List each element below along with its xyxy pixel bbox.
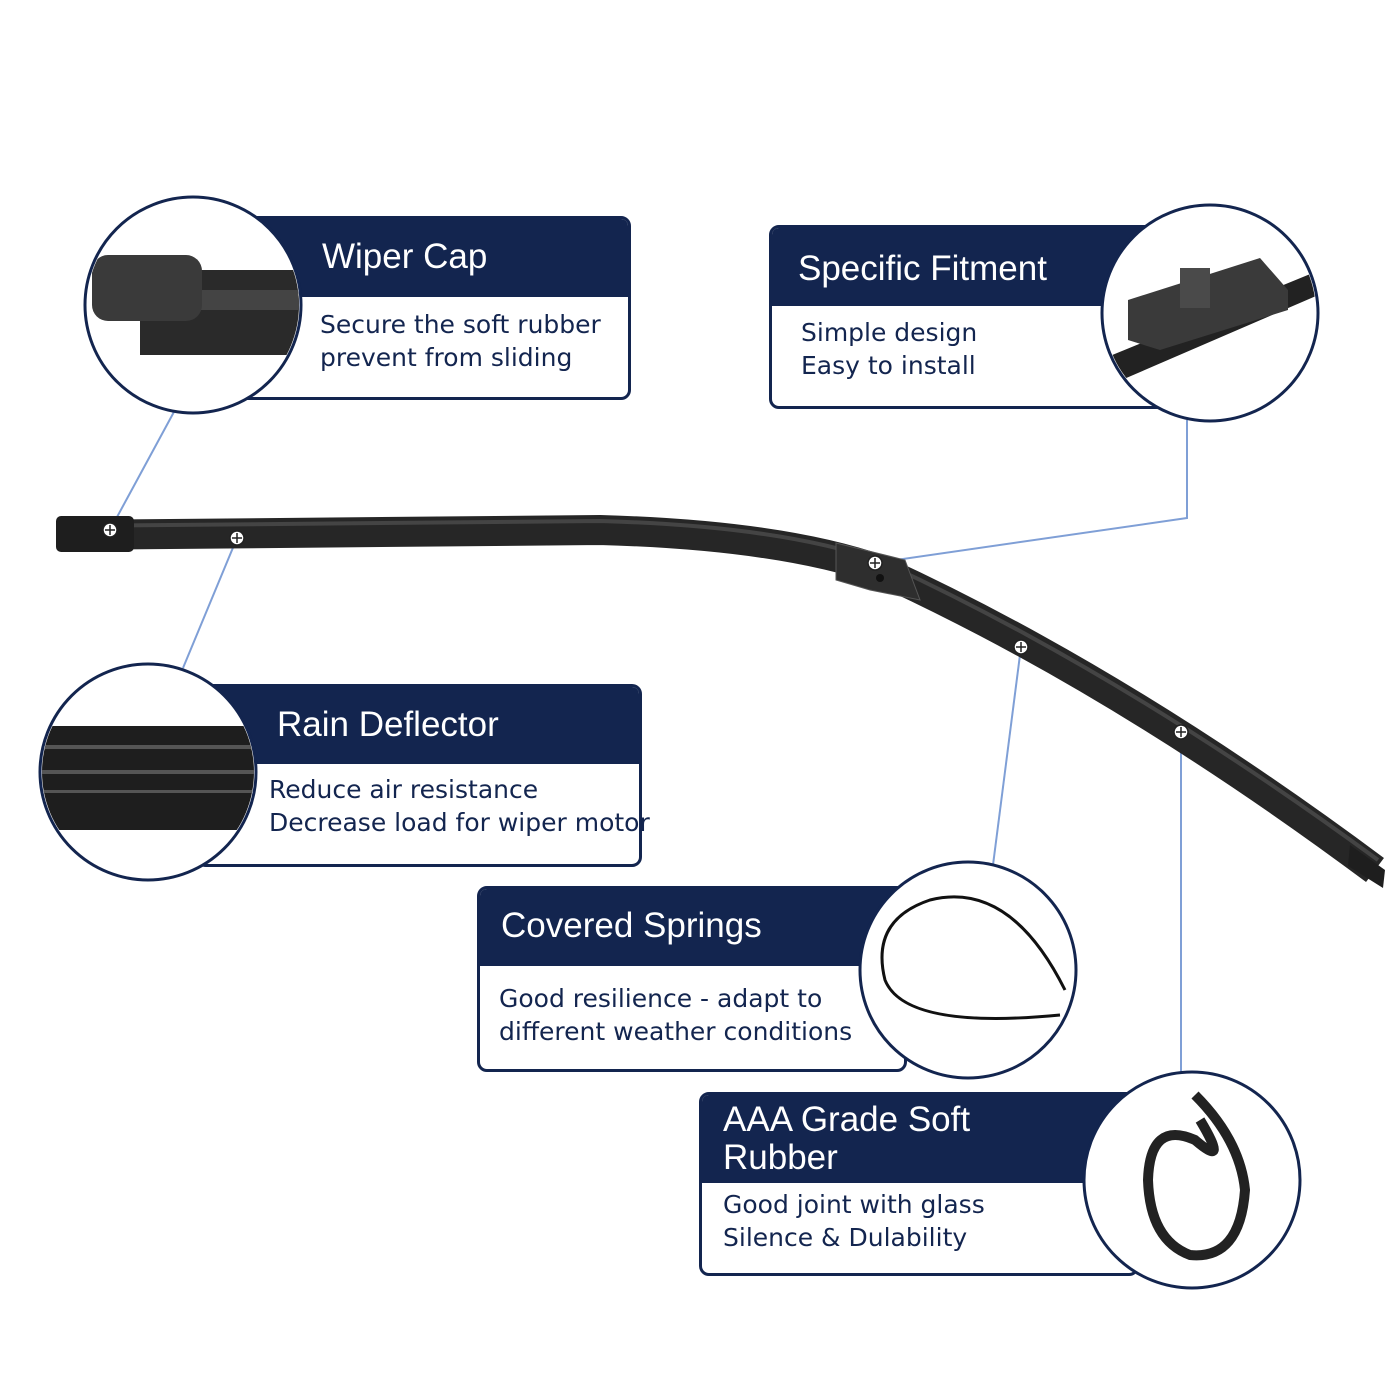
detail-rain-deflector bbox=[38, 662, 258, 882]
callout-line-wiper-cap bbox=[109, 409, 176, 531]
marker-icons bbox=[102, 522, 1189, 740]
card-rain-deflector bbox=[196, 684, 642, 867]
desc-line: prevent from sliding bbox=[320, 343, 573, 372]
desc-line: different weather conditions bbox=[499, 1017, 853, 1046]
fitment-connector bbox=[835, 542, 921, 601]
plus-marker-icon bbox=[867, 555, 883, 571]
desc-line: Silence & Dulability bbox=[723, 1223, 968, 1252]
feature-title: AAA Grade Soft Rubber bbox=[723, 1101, 970, 1177]
detail-covered-springs bbox=[858, 860, 1078, 1080]
desc-line: Reduce air resistance bbox=[269, 775, 539, 804]
callout-line-rain-deflector bbox=[182, 537, 238, 669]
desc-line: Easy to install bbox=[801, 351, 976, 380]
end-cap-left bbox=[56, 516, 134, 552]
desc-line: Secure the soft rubber bbox=[320, 310, 601, 339]
card-covered-springs bbox=[477, 886, 907, 1072]
detail-wiper-cap bbox=[83, 195, 303, 415]
title-line: AAA Grade Soft bbox=[723, 1100, 971, 1139]
desc-line: Good resilience - adapt to bbox=[499, 984, 823, 1013]
title-line: Rubber bbox=[723, 1138, 838, 1177]
end-cap-right bbox=[1348, 845, 1385, 888]
callout-line-covered-springs bbox=[992, 646, 1022, 866]
feature-desc: Secure the soft rubber prevent from slid… bbox=[320, 308, 601, 374]
feature-desc: Reduce air resistance Decrease load for … bbox=[269, 773, 650, 839]
plus-marker-icon bbox=[1013, 639, 1029, 655]
card-aaa-rubber bbox=[699, 1092, 1139, 1276]
plus-marker-icon bbox=[102, 522, 118, 538]
wiper-blade bbox=[56, 514, 1385, 888]
plus-marker-icon bbox=[229, 530, 245, 546]
plus-marker-icon bbox=[1173, 724, 1189, 740]
desc-line: Good joint with glass bbox=[723, 1190, 985, 1219]
desc-line: Simple design bbox=[801, 318, 978, 347]
feature-title: Covered Springs bbox=[501, 906, 762, 945]
feature-title: Specific Fitment bbox=[798, 249, 1047, 288]
desc-line: Decrease load for wiper motor bbox=[269, 808, 650, 837]
feature-title: Rain Deflector bbox=[277, 705, 499, 744]
feature-desc: Good joint with glass Silence & Dulabili… bbox=[723, 1188, 985, 1254]
feature-title: Wiper Cap bbox=[322, 237, 488, 276]
feature-desc: Simple design Easy to install bbox=[801, 316, 977, 382]
detail-specific-fitment bbox=[1100, 203, 1320, 423]
feature-desc: Good resilience - adapt to different wea… bbox=[499, 982, 852, 1048]
callout-lines bbox=[109, 409, 1188, 1074]
detail-aaa-rubber bbox=[1082, 1070, 1302, 1290]
callout-line-specific-fitment bbox=[874, 420, 1188, 564]
